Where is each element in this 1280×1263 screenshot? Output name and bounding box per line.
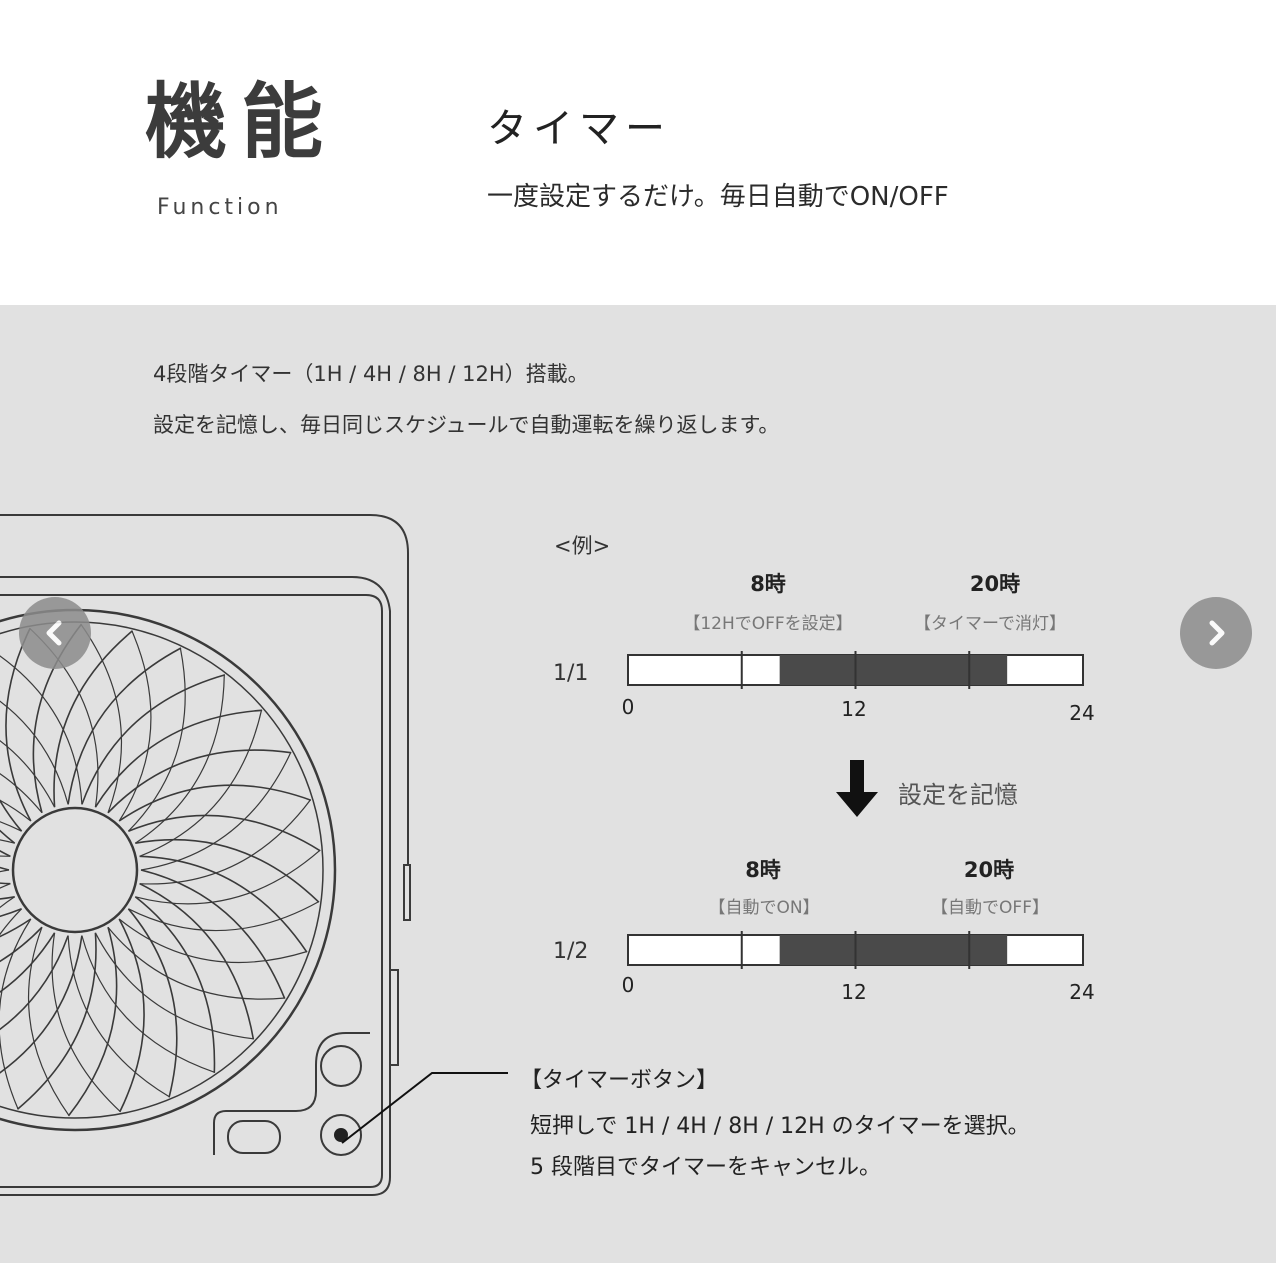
header: 機能 Function タイマー 一度設定するだけ。毎日自動でON/OFF [0,0,1280,305]
page-title: 機能 [145,75,338,170]
timeline-on-range [779,935,1008,965]
memory-label: 設定を記憶 [898,781,1018,809]
on-time-label: 8時 [750,572,786,596]
down-arrow-icon [836,760,878,817]
tick-label: 24 [1069,701,1095,725]
tick-label: 0 [621,973,635,997]
day-ratio-label: 1/1 [553,661,589,686]
off-note: 【自動でOFF】 [931,898,1049,918]
callout-line-2: 5 段階目でタイマーをキャンセル。 [530,1155,881,1180]
callout-leader-line [341,1072,508,1144]
on-note: 【12HでOFFを設定】 [683,614,853,634]
carousel-prev-button[interactable] [19,597,91,669]
day-ratio-label: 1/2 [553,939,589,964]
tick-label: 12 [841,697,867,721]
fan-illustration [0,514,411,1196]
timeline-bar [627,651,1084,689]
callout-line-1: 短押しで 1H / 4H / 8H / 12H のタイマーを選択。 [530,1114,1030,1139]
description-line-2: 設定を記憶し、毎日同じスケジュールで自動運転を繰り返します。 [153,413,780,437]
off-note: 【タイマーで消灯】 [914,614,1066,634]
section-title: タイマー [487,106,671,152]
on-note: 【自動でON】 [708,898,820,918]
section-subtitle: 一度設定するだけ。毎日自動でON/OFF [487,182,949,212]
page-subtitle: Function [157,195,283,220]
timeline-bar [627,931,1084,969]
tick-label: 0 [621,695,635,719]
tick-label: 12 [841,980,867,1004]
feature-panel: 4段階タイマー（1H / 4H / 8H / 12H）搭載。 設定を記憶し、毎日… [0,305,1276,1263]
off-time-label: 20時 [963,858,1015,882]
off-time-label: 20時 [969,572,1021,596]
carousel-next-button[interactable] [1180,597,1252,669]
callout-title: 【タイマーボタン】 [520,1068,719,1093]
description-line-1: 4段階タイマー（1H / 4H / 8H / 12H）搭載。 [153,362,589,386]
example-label: <例> [554,534,611,558]
on-time-label: 8時 [745,858,781,882]
chevron-right-icon [1209,620,1225,646]
tick-label: 24 [1069,980,1095,1004]
chevron-left-icon [46,620,62,646]
timeline-on-range [779,655,1008,685]
